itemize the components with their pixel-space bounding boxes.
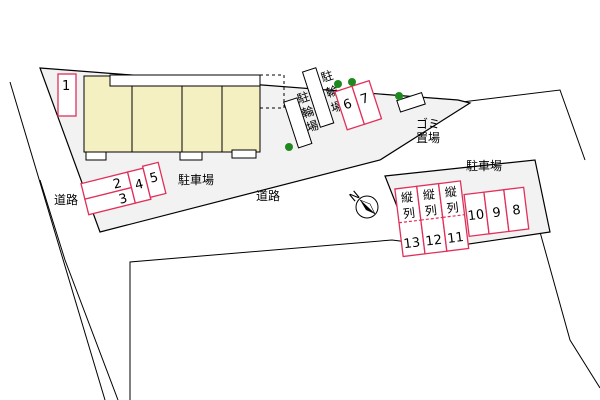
slot-4-label: 4 [133,177,145,194]
compass-needle-tail [359,199,376,215]
tree-icon [285,143,293,151]
vertical-a-char-1: 縦 [400,190,414,205]
garbage-area-box [396,91,426,113]
slot-11-label: 11 [447,230,465,247]
bicycle-parking-2-box [301,67,335,128]
building-roof-strip [109,74,261,87]
slot-12-divider [420,216,443,221]
building-unit-1 [83,75,133,153]
bicycle-1-char-2: 輪 [300,103,316,121]
road-edge-lower [129,239,441,400]
vertical-c-char-2: 列 [446,200,460,215]
bicycle-parking-1: 駐 輪 場 [283,88,321,149]
building-unit-4 [221,85,261,153]
compass: N [347,188,379,219]
road-edge-right-lower [539,231,600,389]
entrance-1 [85,151,107,161]
roads [9,81,600,400]
tree-icon [348,78,356,86]
parking-slot-7 [351,79,383,126]
garbage-char-1: ゴ [416,116,428,131]
road-left-label: 道路 [54,192,78,207]
slot-8-label: 8 [512,203,522,219]
vertical-a-char-2: 列 [402,206,416,221]
parking-right-label: 駐車場 [466,158,502,173]
slot-12-label: 12 [425,233,443,250]
parking-slot-8 [503,186,530,233]
vertical-c-char-1: 縦 [444,185,458,200]
bicycle-2-char-1: 駐 [319,67,335,85]
building-unit-2 [131,85,183,153]
slot-3-label: 3 [117,191,129,208]
garbage-char-3: 置 [416,131,428,145]
garbage-area [396,91,426,113]
bicycle-1-char-3: 場 [305,118,321,135]
slot-group-6-7: 6 7 [334,79,383,131]
slot-9-label: 9 [492,205,502,221]
building-dashed-area [259,74,285,109]
parking-main-label: 駐車場 [178,172,214,187]
road-edge-left-inner [39,179,119,400]
road-center-label: 道路 [256,188,280,203]
building-unit-3 [181,85,223,153]
garbage-char-2: ミ [428,117,440,131]
slot-group-2-5: 2 3 4 5 [80,161,167,216]
bicycle-1-char-1: 駐 [295,88,311,106]
slot-10-label: 10 [467,207,485,224]
road-edge-left-outer [9,81,106,400]
apartment-building [83,74,285,161]
slot-2-label: 2 [112,176,124,193]
parking-slot-5 [141,161,167,199]
entrance-2 [179,151,203,161]
vertical-b-char-2: 列 [424,203,438,218]
parking-slot-1 [57,73,77,117]
bicycle-parking-1-box [283,97,313,149]
garbage-char-4: 場 [428,131,440,145]
road-edge-right-upper [461,89,586,161]
slot-group-8-13: 縦 列 縦 列 縦 列 13 12 11 10 9 8 [394,180,530,258]
vertical-b-char-1: 縦 [422,187,436,202]
slot-13-divider [398,219,421,224]
slot-11-divider [442,214,465,218]
slot-1-label: 1 [62,79,70,94]
slot-5-label: 5 [148,170,160,187]
tree-icon [334,80,342,88]
slot-13-label: 13 [403,235,421,252]
entrance-3 [231,149,257,159]
tree-icon [395,92,403,100]
